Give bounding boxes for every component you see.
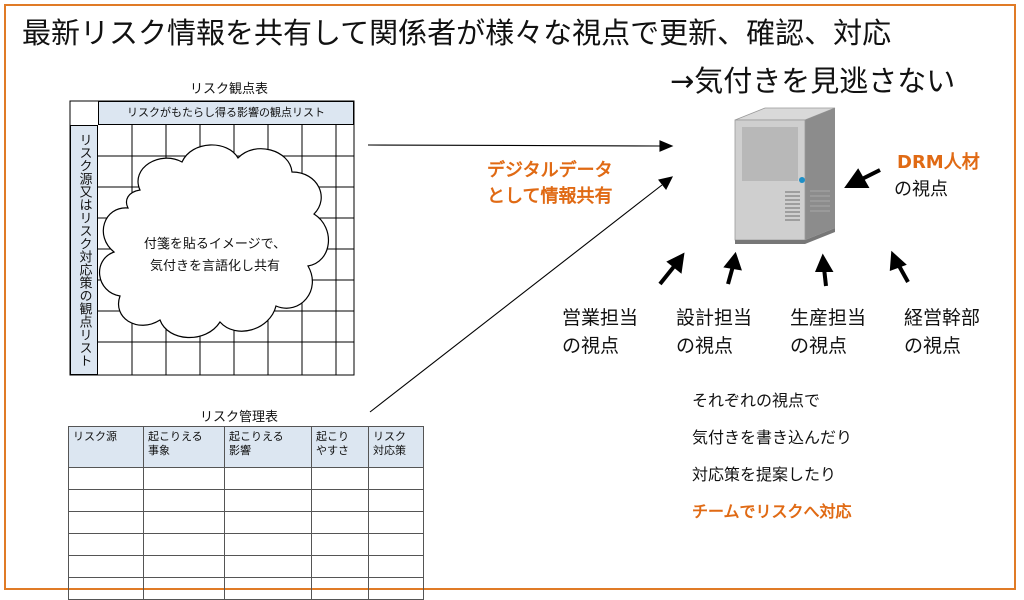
table-cell	[311, 467, 369, 490]
risk-view-top-header: リスクがもたらし得る影響の観点リスト	[98, 101, 354, 125]
role-sales: 営業担当 の視点	[562, 304, 638, 360]
note-line4: チームでリスクへ対応	[692, 502, 852, 521]
col-countermeasure: リスク対応策	[368, 426, 424, 468]
note-line1: それぞれの視点で	[692, 391, 821, 410]
table-row	[68, 511, 424, 534]
table-cell	[143, 467, 225, 490]
role-design: 設計担当 の視点	[676, 304, 752, 360]
table-cell	[143, 511, 225, 534]
table-cell	[224, 489, 312, 512]
table-cell	[224, 555, 312, 578]
role-production-line2: の視点	[790, 335, 848, 357]
table-cell	[368, 555, 424, 578]
role-sales-line2: の視点	[562, 335, 620, 357]
slide-title-line1: 最新リスク情報を共有して関係者が様々な視点で更新、確認、対応	[22, 16, 892, 50]
table-cell	[224, 467, 312, 490]
table-row	[68, 533, 424, 556]
table-cell	[68, 489, 144, 512]
role-executive: 経営幹部 の視点	[904, 304, 980, 360]
slide-title-line2: →気付きを見逃さない	[670, 64, 956, 98]
table-cell	[224, 533, 312, 556]
table-cell	[68, 467, 144, 490]
cloud-text-line1: 付箋を貼るイメージで、	[143, 237, 287, 252]
col-event: 起こりえる事象	[143, 426, 225, 468]
cloud-text: 付箋を貼るイメージで、 気付きを言語化し共有	[130, 234, 300, 278]
risk-view-side-header: リスク源又はリスク対応策の観点リスト	[70, 125, 98, 375]
role-design-line2: の視点	[676, 335, 734, 357]
role-sales-line1: 営業担当	[562, 307, 639, 329]
risk-mgmt-table-label: リスク管理表	[200, 410, 279, 425]
col-likelihood: 起こりやすさ	[311, 426, 369, 468]
server-icon	[734, 107, 836, 244]
table-cell	[143, 555, 225, 578]
table-cell	[311, 555, 369, 578]
role-production: 生産担当 の視点	[790, 304, 866, 360]
table-cell	[143, 577, 225, 600]
table-cell	[311, 533, 369, 556]
table-cell	[311, 489, 369, 512]
table-cell	[368, 533, 424, 556]
role-production-line1: 生産担当	[790, 307, 867, 329]
table-row	[68, 489, 424, 512]
cloud-text-line2: 気付きを言語化し共有	[149, 259, 280, 274]
table-cell	[143, 489, 225, 512]
sticky-note-cloud	[98, 144, 329, 339]
table-row	[68, 577, 424, 600]
table-cell	[368, 577, 424, 600]
col-risk-source: リスク源	[68, 426, 144, 468]
slide-frame	[4, 4, 1016, 590]
risk-mgmt-table-body	[68, 467, 424, 600]
table-cell	[368, 511, 424, 534]
risk-mgmt-table: リスク源 起こりえる事象 起こりえる影響 起こりやすさ リスク対応策	[68, 426, 424, 600]
note-line3: 対応策を提案したり	[692, 465, 837, 484]
role-design-line1: 設計担当	[676, 307, 753, 329]
drm-viewpoint: の視点	[894, 179, 948, 200]
digital-data-line2: として情報共有	[487, 186, 613, 207]
table-cell	[224, 511, 312, 534]
table-row	[68, 555, 424, 578]
table-cell	[68, 577, 144, 600]
table-cell	[224, 577, 312, 600]
table-cell	[143, 533, 225, 556]
table-cell	[368, 467, 424, 490]
table-cell	[68, 511, 144, 534]
risk-view-table-label: リスク観点表	[190, 82, 269, 97]
col-impact: 起こりえる影響	[224, 426, 312, 468]
table-row	[68, 467, 424, 490]
table-cell	[368, 489, 424, 512]
table-cell	[311, 511, 369, 534]
role-executive-line2: の視点	[904, 335, 962, 357]
table-cell	[68, 555, 144, 578]
drm-label: DRM人材	[897, 152, 980, 173]
role-executive-line1: 経営幹部	[904, 307, 981, 329]
note-line2: 気付きを書き込んだり	[692, 428, 853, 447]
risk-view-side-header-text: リスク源又はリスク対応策の観点リスト	[76, 133, 92, 367]
table-cell	[311, 577, 369, 600]
digital-data-line1: デジタルデータ	[487, 160, 613, 181]
table-cell	[68, 533, 144, 556]
